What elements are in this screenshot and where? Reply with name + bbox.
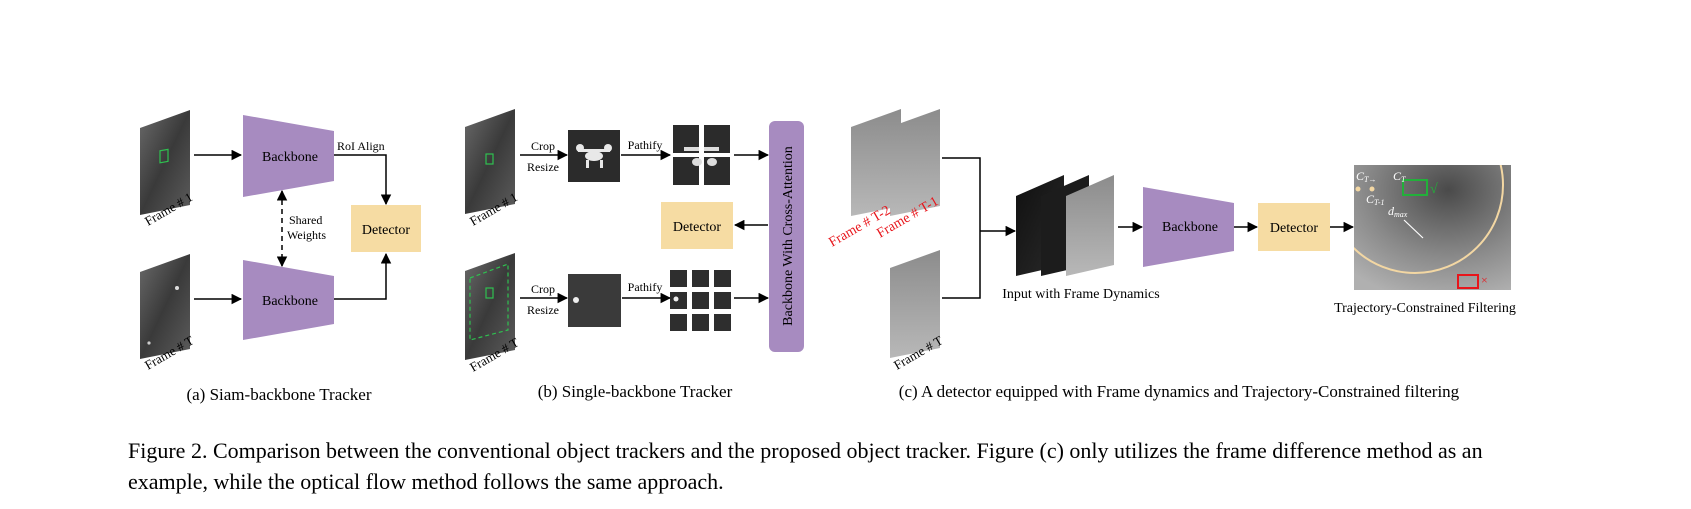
c-t-arrow-label: CT→ <box>1356 169 1376 184</box>
target-dot <box>175 286 179 290</box>
roi-align-label: RoI Align <box>337 139 385 153</box>
target-box <box>485 153 494 165</box>
prev-dot <box>1369 186 1375 192</box>
dmax-circle <box>1354 165 1504 274</box>
c-symbol: C <box>1393 169 1402 183</box>
rejected-box <box>1457 274 1479 289</box>
input-label: Input with Frame Dynamics <box>1002 287 1159 302</box>
c-t-label: CT <box>1393 169 1406 184</box>
backbone-block <box>1143 187 1234 267</box>
noise-dot <box>147 341 151 345</box>
filtering-label: Trajectory-Constrained Filtering <box>1334 301 1516 316</box>
backbone-label: Backbone <box>262 294 318 309</box>
detector-label: Detector <box>673 220 722 235</box>
filtering-image: √ × CT→ CT CT-1 dmax <box>1354 165 1511 290</box>
panel-c: Frame # T-2 Frame # T-1 Frame # T Input … <box>827 109 1516 401</box>
resize-label: Resize <box>527 303 559 317</box>
detector-label: Detector <box>362 223 411 238</box>
search-patches <box>670 270 731 331</box>
c-symbol: C <box>1366 192 1375 206</box>
panel-caption: (a) Siam-backbone Tracker <box>186 385 371 404</box>
frame-image-t1 <box>890 109 940 216</box>
c-symbol: C <box>1356 169 1365 183</box>
panel-b: Frame # 1 Frame # T Crop Resize Crop Res… <box>465 109 804 401</box>
figure-caption: Figure 2. Comparison between the convent… <box>128 438 1483 494</box>
search-region-box <box>469 263 509 341</box>
prediction-dot <box>1355 186 1361 192</box>
d-symbol: d <box>1388 204 1395 218</box>
resize-label: Resize <box>527 160 559 174</box>
template-patches <box>673 125 730 185</box>
backbone-label: Backbone <box>1162 220 1218 235</box>
backbone-label: Backbone <box>262 150 318 165</box>
backbone-block <box>243 115 334 197</box>
c-subscript: T <box>1401 175 1406 184</box>
weights-label: Weights <box>287 228 326 242</box>
crop-label: Crop <box>531 282 555 296</box>
arrow <box>334 252 392 300</box>
connector <box>942 157 981 299</box>
shared-label: Shared <box>289 213 322 227</box>
detector-label: Detector <box>1270 221 1319 236</box>
frame-image-t <box>465 253 515 360</box>
panel-a: Frame # 1 Frame # T Backbone Backbone Sh… <box>140 110 421 404</box>
cross-mark: × <box>1481 273 1488 287</box>
frame-image-t <box>890 250 940 358</box>
frame-image-t <box>140 254 190 359</box>
cross-attention-block <box>769 121 804 352</box>
detector-block <box>661 202 733 249</box>
panel-caption: (b) Single-backbone Tracker <box>538 382 733 401</box>
c-subscript: T→ <box>1364 175 1376 184</box>
dmax-line <box>1403 219 1424 239</box>
dmax-label: dmax <box>1388 204 1408 219</box>
frame-image-1 <box>465 109 515 214</box>
check-mark: √ <box>1430 182 1438 197</box>
drone-icon <box>576 144 612 168</box>
c-subscript: T-1 <box>1374 198 1385 207</box>
frame-dynamics-stack <box>1016 175 1114 276</box>
target-box <box>159 148 169 164</box>
cross-attention-label: Backbone With Cross-Attention <box>781 146 796 326</box>
target-dot <box>573 297 579 303</box>
crop-label: Crop <box>531 139 555 153</box>
architecture-diagram: Frame # 1 Frame # T Backbone Backbone Sh… <box>140 109 1516 404</box>
detector-block <box>351 205 421 252</box>
target-box <box>485 287 494 299</box>
c-t1-label: CT-1 <box>1366 192 1385 207</box>
frame-image-t2 <box>851 109 901 216</box>
detector-block <box>1258 203 1330 251</box>
backbone-block <box>243 260 334 340</box>
pathify-label: Pathify <box>628 280 663 294</box>
d-subscript: max <box>1394 210 1408 219</box>
pathify-label: Pathify <box>628 138 663 152</box>
panel-caption: (c) A detector equipped with Frame dynam… <box>899 382 1460 401</box>
valid-box <box>1402 179 1428 196</box>
arrow <box>334 154 392 206</box>
